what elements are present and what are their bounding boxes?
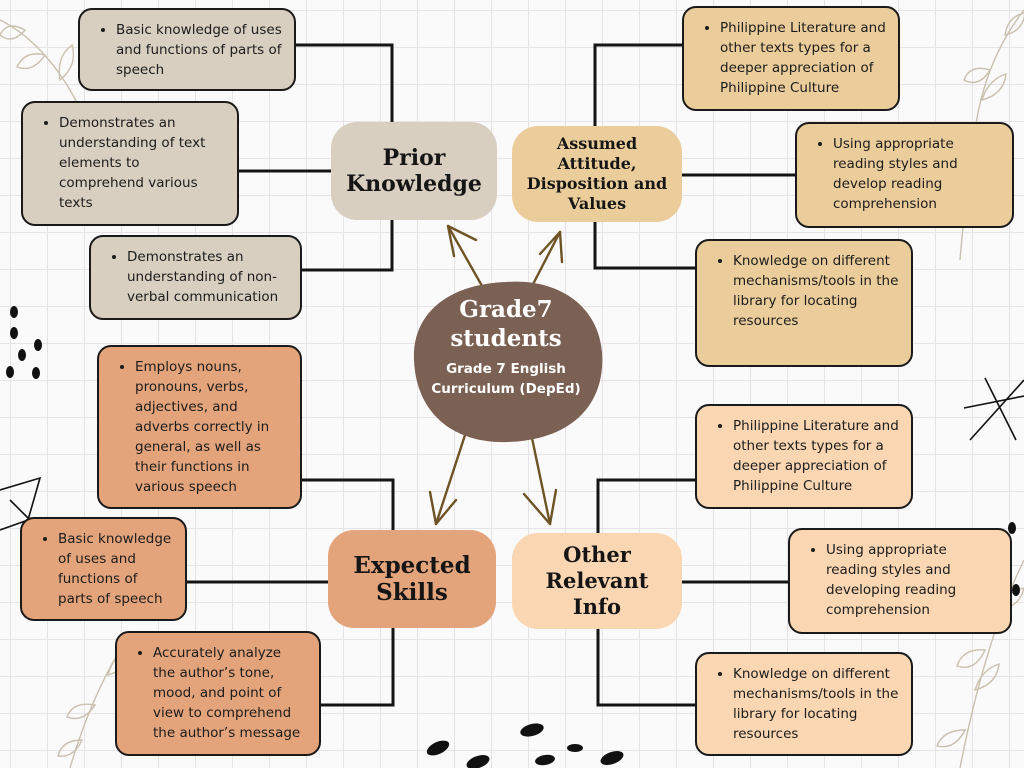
note-card: Using appropriate reading styles and dev… — [795, 122, 1014, 228]
note-text: Using appropriate reading styles and dev… — [826, 540, 998, 620]
hub-label: Prior Knowledge — [346, 145, 482, 197]
note-card: Philippine Literature and other texts ty… — [682, 6, 900, 111]
note-card: Knowledge on different mechanisms/tools … — [695, 652, 913, 756]
hub-expected-skills: Expected Skills — [328, 530, 496, 628]
note-text: Employs nouns, pronouns, verbs, adjectiv… — [135, 357, 288, 497]
arrow-to-attitude — [528, 230, 564, 292]
note-text: Philippine Literature and other texts ty… — [720, 18, 886, 98]
note-text: Accurately analyze the author’s tone, mo… — [153, 643, 307, 743]
note-text: Demonstrates an understanding of text el… — [59, 113, 225, 213]
note-card: Basic knowledge of uses and functions of… — [20, 517, 187, 621]
arrow-to-other — [522, 436, 558, 526]
hub-label: Expected Skills — [353, 552, 471, 606]
hub-label: Assumed Attitude, Disposition and Values — [526, 134, 668, 213]
center-blob — [413, 281, 603, 443]
note-text: Demonstrates an understanding of non-ver… — [127, 247, 288, 307]
note-card: Using appropriate reading styles and dev… — [788, 528, 1012, 634]
note-text: Philippine Literature and other texts ty… — [733, 416, 899, 496]
hub-prior-knowledge: Prior Knowledge — [331, 122, 497, 220]
note-card: Basic knowledge of uses and functions of… — [78, 8, 296, 91]
note-card: Employs nouns, pronouns, verbs, adjectiv… — [97, 345, 302, 509]
note-text: Basic knowledge of uses and functions of… — [116, 20, 282, 80]
hub-label: Other Relevant Info — [545, 542, 649, 619]
note-card: Demonstrates an understanding of text el… — [21, 101, 239, 226]
arrow-to-skills — [428, 430, 468, 526]
note-card: Demonstrates an understanding of non-ver… — [89, 235, 302, 320]
note-text: Basic knowledge of uses and functions of… — [58, 529, 173, 609]
dots-decoration — [6, 306, 1020, 768]
center-title: Grade7 students — [450, 296, 562, 352]
note-text: Knowledge on different mechanisms/tools … — [733, 251, 899, 331]
center-subtitle: Grade 7 English Curriculum (DepEd) — [431, 361, 581, 397]
note-card: Accurately analyze the author’s tone, mo… — [115, 631, 321, 756]
note-card: Knowledge on different mechanisms/tools … — [695, 239, 913, 367]
note-text: Using appropriate reading styles and dev… — [833, 134, 1000, 214]
note-text: Knowledge on different mechanisms/tools … — [733, 664, 899, 744]
hub-other-relevant-info: Other Relevant Info — [512, 533, 682, 629]
center-node: Grade7 students Grade 7 English Curricul… — [418, 295, 594, 399]
note-card: Philippine Literature and other texts ty… — [695, 404, 913, 509]
hub-assumed-attitude: Assumed Attitude, Disposition and Values — [512, 126, 682, 222]
